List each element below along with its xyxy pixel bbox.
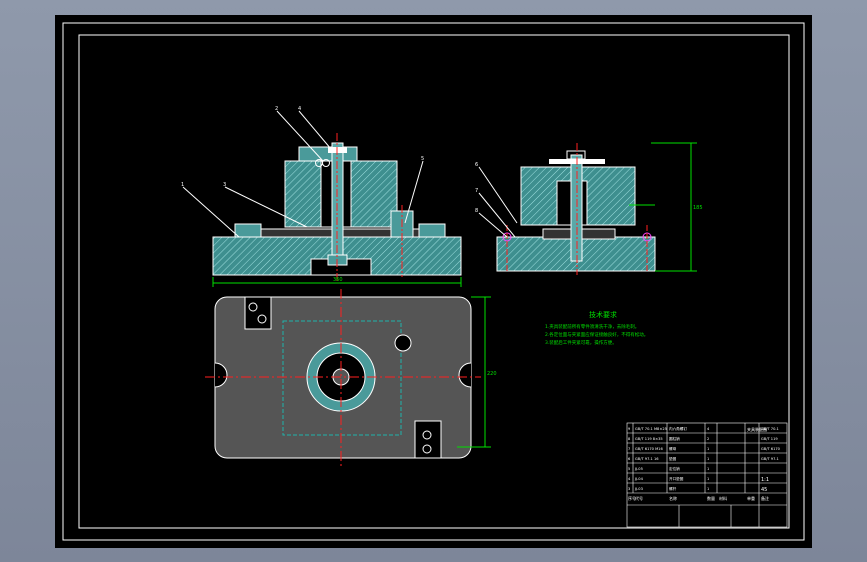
bom-cell: 3 bbox=[628, 487, 630, 491]
bom-header-cell: 数量 bbox=[707, 495, 715, 501]
note-1: 1.夹具装配前所有零件须清洗干净，去除毛刺。 bbox=[545, 323, 639, 330]
bom-cell: 8 bbox=[628, 437, 631, 441]
callout-4: 4 bbox=[298, 106, 301, 112]
bom-cell: 1 bbox=[707, 447, 709, 451]
bom-cell: 7 bbox=[628, 447, 630, 451]
title-scale: 1:1 bbox=[761, 477, 769, 483]
bom-header-cell: 材料 bbox=[719, 495, 727, 501]
outer-frame bbox=[62, 22, 805, 541]
callout-1: 1 bbox=[181, 182, 184, 188]
title-sheet-label: 夹具装配图 bbox=[747, 426, 767, 432]
bom-cell: 开口垫圈 bbox=[669, 476, 684, 481]
bom-cell: 螺杆 bbox=[669, 486, 677, 491]
bom-header-cell: 备注 bbox=[761, 495, 769, 501]
note-2: 2.各定位面与夹紧面应保证接触良好，不得有松动。 bbox=[545, 331, 648, 338]
bom-cell: 4 bbox=[628, 477, 631, 481]
bom-cell: 1 bbox=[707, 477, 709, 481]
callout-2: 2 bbox=[275, 106, 278, 112]
dim-plan-height: 220 bbox=[487, 371, 497, 377]
bom-header-cell: 名称 bbox=[669, 495, 677, 501]
plan-view bbox=[205, 289, 491, 467]
dim-base-length: 360 bbox=[333, 277, 343, 283]
bom-cell: JJ-05 bbox=[634, 467, 643, 471]
callout-6: 6 bbox=[475, 162, 478, 168]
bom-cell: GB/T 6170 bbox=[761, 447, 781, 451]
bom-cell: GB/T 97.1 16 bbox=[635, 457, 659, 461]
front-section-view bbox=[182, 110, 462, 287]
dim-height: 185 bbox=[693, 205, 703, 211]
bom-cell: 定位销 bbox=[669, 466, 680, 471]
callout-3: 3 bbox=[223, 182, 226, 188]
bom-cell: GB/T 70.1 bbox=[761, 427, 779, 431]
title-block bbox=[626, 422, 788, 528]
bom-cell: 6 bbox=[628, 457, 631, 461]
callout-8: 8 bbox=[475, 208, 478, 214]
drawing-sheet: 2 4 5 1 3 360 6 7 8 185 bbox=[55, 15, 812, 548]
bom-cell: 2 bbox=[707, 437, 709, 441]
bom-cell: GB/T 119 bbox=[761, 437, 778, 441]
note-3: 3.装配后工件夹紧可靠，操作方便。 bbox=[545, 339, 617, 346]
notes-title: 技术要求 bbox=[589, 310, 617, 319]
bom-header: 序号代号 名称 数量材料 单重备注 bbox=[628, 495, 769, 501]
bom-cell: 垫圈 bbox=[669, 456, 677, 461]
bom-cell: 1 bbox=[707, 457, 709, 461]
bom-cell: 4 bbox=[707, 427, 710, 431]
bom-cell: 螺母 bbox=[669, 446, 677, 451]
inner-frame bbox=[78, 34, 790, 529]
bom-cell: JJ-03 bbox=[634, 487, 643, 491]
bom-header-cell: 代号 bbox=[635, 495, 643, 501]
callout-7: 7 bbox=[475, 188, 478, 194]
bom-cell: GB/T 119 8×35 bbox=[635, 437, 663, 441]
bom-cell: 圆柱销 bbox=[669, 436, 680, 441]
bom-cell: 9 bbox=[628, 427, 631, 431]
title-material: 45 bbox=[761, 487, 767, 493]
bom-header-cell: 序号 bbox=[628, 495, 636, 501]
cad-drawing-canvas[interactable]: 2 4 5 1 3 360 6 7 8 185 bbox=[55, 15, 812, 548]
bom-cell: 5 bbox=[628, 467, 630, 471]
callout-5: 5 bbox=[421, 156, 424, 162]
side-section-view bbox=[478, 142, 697, 275]
bom-cell: 1 bbox=[707, 467, 709, 471]
bom-cell: GB/T 70.1 M8×25 bbox=[635, 427, 667, 431]
bom-cell: GB/T 6170 M16 bbox=[635, 447, 663, 451]
bom-cell: JJ-04 bbox=[634, 477, 644, 481]
bom-header-cell: 单重 bbox=[747, 495, 755, 501]
bom-cell: 内六角螺钉 bbox=[669, 426, 687, 431]
bom-cell: GB/T 97.1 bbox=[761, 457, 779, 461]
bom-cell: 1 bbox=[707, 487, 709, 491]
